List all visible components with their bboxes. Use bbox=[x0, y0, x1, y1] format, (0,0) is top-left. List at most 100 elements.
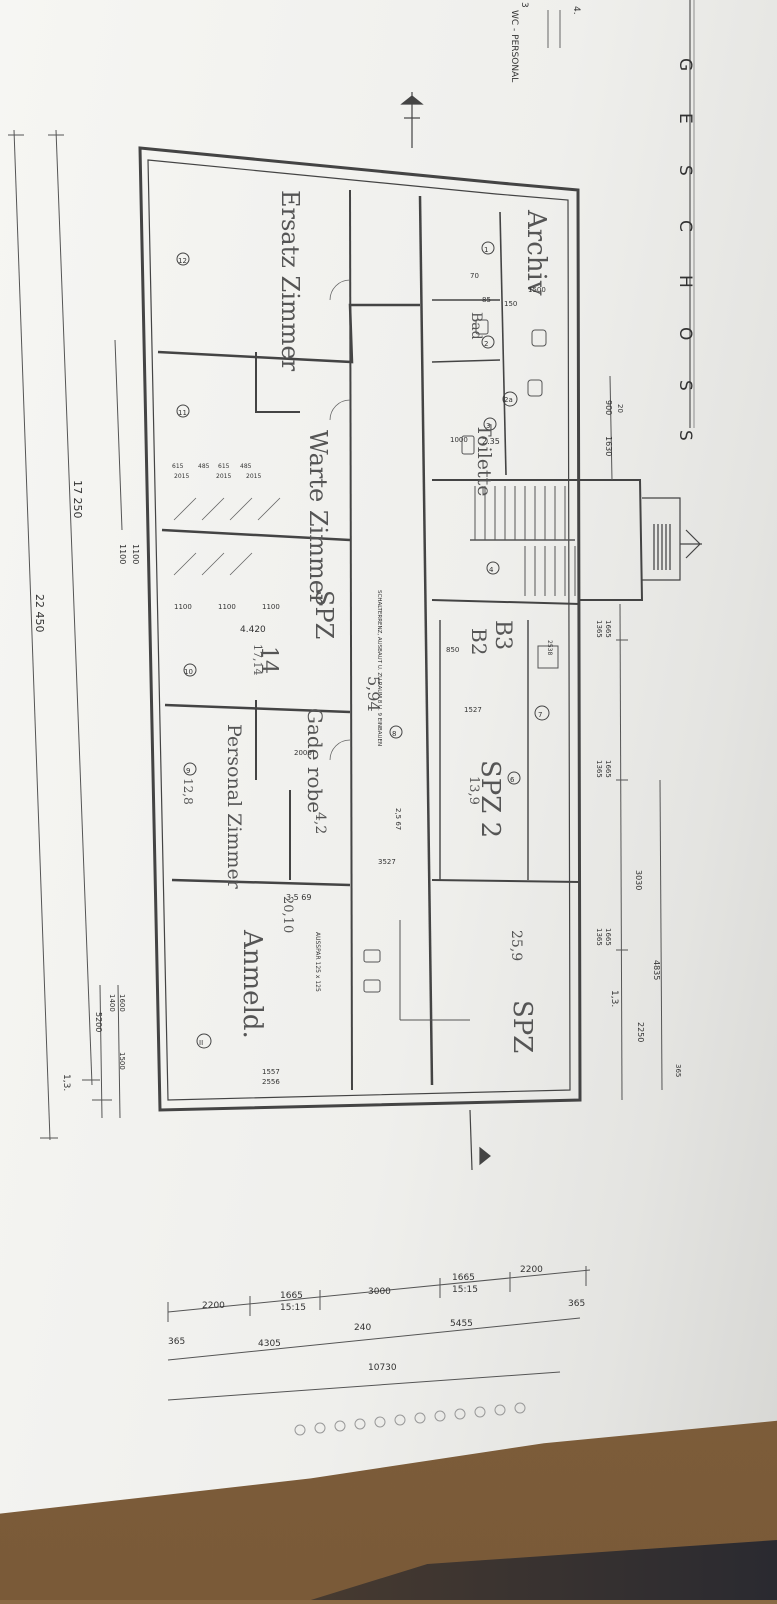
title-block: G E S C H O S S WC - PERSONAL 3 4. bbox=[400, 0, 695, 441]
dim-lower: 4305 bbox=[258, 1339, 281, 1349]
dim-615: 615 bbox=[172, 463, 184, 470]
dim-4835: 4835 bbox=[652, 960, 661, 980]
section-marker-icon bbox=[469, 1109, 491, 1171]
dim-lower: 15:15 bbox=[280, 1303, 306, 1313]
dim-1365: 1365 bbox=[595, 928, 603, 946]
handwritten-annotations: Archiv Ersatz Zimmer Warte Zimmer SPZ 14… bbox=[181, 190, 551, 1053]
entrance-marker-icon bbox=[680, 529, 702, 559]
dim-1365: 1365 bbox=[595, 760, 603, 778]
title-letter: S bbox=[675, 430, 695, 441]
dim-lower: 365 bbox=[168, 1337, 185, 1347]
dim-total: 22 450 bbox=[33, 594, 46, 633]
dim-1665: 1665 bbox=[604, 760, 612, 778]
room-number: 7 bbox=[538, 711, 542, 719]
dim-1665: 1665 bbox=[604, 620, 612, 638]
room-number: 9 bbox=[186, 767, 190, 775]
dim-right-900: 900 bbox=[604, 400, 613, 415]
dim-2556: 2556 bbox=[262, 1078, 280, 1086]
note-schalter: SCHALTERRENZ, AUSBAUT U. ZU RAUM 8 U. 9 … bbox=[376, 590, 382, 746]
room-number: 8 bbox=[392, 730, 396, 738]
label-spz-14: 14 bbox=[256, 646, 281, 674]
room-number: 1 bbox=[484, 246, 488, 254]
sanitary-fixtures bbox=[363, 319, 559, 1021]
dim-1600: 1600 bbox=[118, 994, 126, 1012]
header-mark-b: 4. bbox=[571, 6, 581, 15]
dim-lower: 2200 bbox=[520, 1265, 543, 1275]
label-ersatz: Ersatz Zimmer bbox=[276, 190, 304, 372]
label-archiv: Archiv bbox=[521, 209, 551, 296]
label-personal: Personal Zimmer bbox=[223, 724, 245, 890]
dim-2015: 2015 bbox=[246, 473, 261, 480]
dim-485: 485 bbox=[240, 463, 252, 470]
dim-1365: 1365 bbox=[595, 620, 603, 638]
dim-2015: 2015 bbox=[174, 473, 189, 480]
dim-1100: 1100 bbox=[218, 603, 236, 611]
dim-lower: 240 bbox=[354, 1323, 371, 1333]
label-warte: Warte Zimmer bbox=[304, 430, 332, 606]
label-area-128: 12,8 bbox=[181, 778, 195, 805]
label-area-1714: 17,14 bbox=[251, 644, 264, 676]
header-mark-a: 3 bbox=[519, 2, 529, 8]
title-letter: C bbox=[675, 220, 695, 232]
label-area-594: 5,94 bbox=[364, 676, 383, 712]
dim-small-b: 1100 bbox=[131, 544, 140, 564]
dim-right-20: 20 bbox=[616, 404, 624, 413]
dim-1527: 1527 bbox=[464, 706, 482, 714]
bottom-dimension-lines bbox=[92, 984, 121, 1119]
dim-lower: 15:15 bbox=[452, 1285, 478, 1295]
room-number: 3 bbox=[486, 422, 490, 430]
dim-2567: 2,5 67 bbox=[394, 808, 402, 830]
label-toilette: Toilette bbox=[473, 424, 495, 497]
dim-2538: 2538 bbox=[546, 640, 553, 655]
room-number: 10 bbox=[184, 668, 193, 676]
dim-1500: 1500 bbox=[528, 286, 546, 294]
dim-small-a: 1100 bbox=[118, 544, 127, 564]
label-area-42: 4,2 bbox=[312, 812, 328, 834]
room-number: II bbox=[199, 1039, 203, 1047]
dim-850: 850 bbox=[446, 646, 459, 654]
dim-3569: 3 5 69 bbox=[286, 893, 311, 902]
dim-5200: 5200 bbox=[94, 1012, 103, 1032]
label-bad: Bad bbox=[468, 312, 484, 340]
title-letter: G bbox=[675, 58, 695, 71]
room-number: 12 bbox=[178, 257, 187, 265]
right-dimension-lines bbox=[609, 375, 663, 1101]
label-b3: B3 bbox=[490, 620, 515, 650]
dim-1100: 1100 bbox=[262, 603, 280, 611]
dim-2015: 2015 bbox=[216, 473, 231, 480]
dim-1557: 1557 bbox=[262, 1068, 280, 1076]
title-letter: H bbox=[675, 275, 695, 288]
dim-part: 17 250 bbox=[71, 480, 84, 519]
title-letter: E bbox=[675, 113, 695, 124]
dim-365: 365 bbox=[674, 1064, 682, 1077]
label-area-259: 25,9 bbox=[508, 930, 524, 961]
section-marker-icon bbox=[400, 92, 424, 148]
dim-1000: 1000 bbox=[450, 436, 468, 444]
label-anmeld: Anmeld. bbox=[237, 929, 267, 1039]
dim-70: 70 bbox=[470, 272, 479, 280]
dim-lower: 1665 bbox=[280, 1291, 303, 1301]
title-letter: S bbox=[675, 380, 695, 391]
dim-right-1630: 1630 bbox=[604, 436, 613, 456]
label-spz-3: SPZ bbox=[507, 1000, 537, 1053]
dim-1665: 1665 bbox=[604, 928, 612, 946]
dim-615: 615 bbox=[218, 463, 230, 470]
label-spz-2: SPZ 2 bbox=[475, 760, 505, 838]
dim-1100: 1100 bbox=[174, 603, 192, 611]
label-garderobe: Gade robe bbox=[303, 708, 327, 813]
label-spz-1: SPZ bbox=[310, 590, 338, 639]
dim-lower: 3000 bbox=[368, 1287, 391, 1297]
label-b2: B2 bbox=[467, 628, 491, 655]
dim-235: 2.35 bbox=[482, 437, 500, 446]
dim-lower: 5455 bbox=[450, 1319, 473, 1329]
lower-dimension-lines bbox=[167, 1266, 591, 1401]
dim-1500: 1500 bbox=[118, 1052, 126, 1070]
room-number: 2a bbox=[504, 396, 513, 404]
row-of-circle-markers bbox=[294, 1402, 526, 1436]
room-number: 6 bbox=[510, 776, 515, 784]
title-letter: O bbox=[675, 327, 695, 340]
room-number: 11 bbox=[178, 409, 187, 417]
room-number: 2 bbox=[484, 340, 488, 348]
dim-lower: 365 bbox=[568, 1299, 585, 1309]
